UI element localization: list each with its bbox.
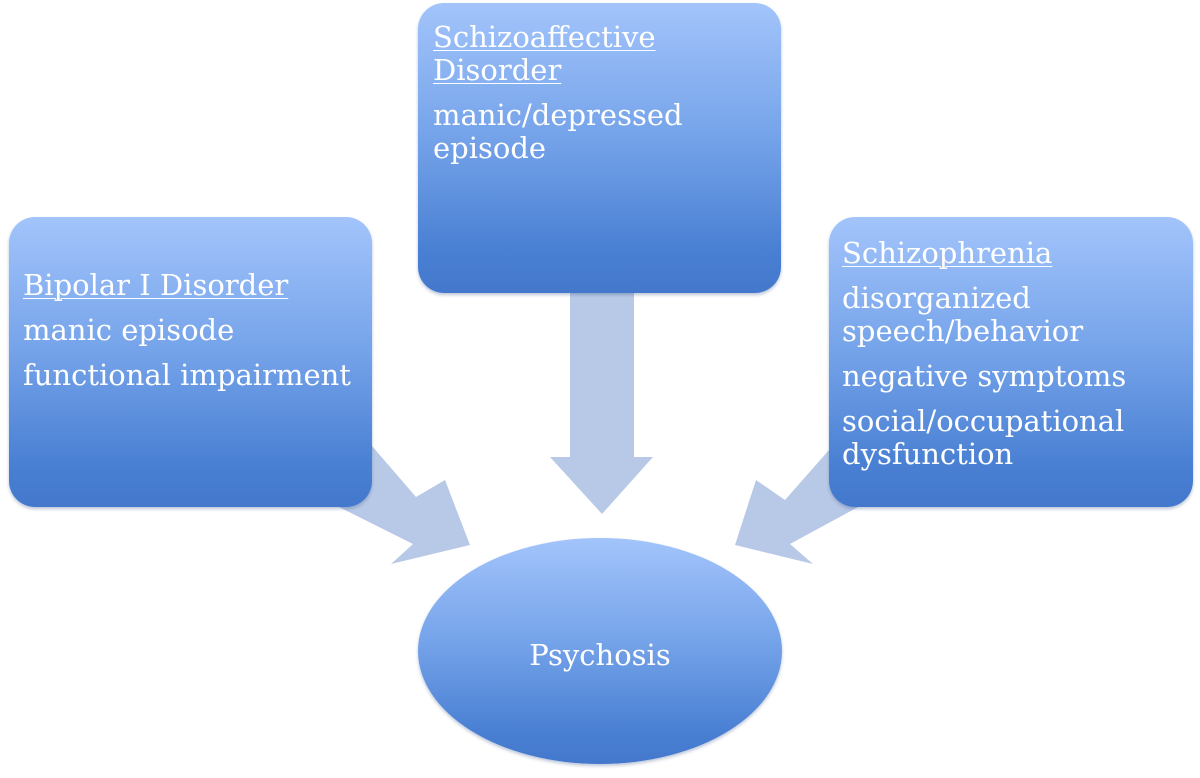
- schizophrenia-box: Schizophrenia disorganized speech/behavi…: [829, 217, 1193, 507]
- schizoaffective-item: manic/depressed episode: [433, 98, 683, 165]
- bipolar-item-impairment: functional impairment: [23, 358, 351, 392]
- psychosis-ellipse: Psychosis: [418, 538, 782, 764]
- bipolar-title: Bipolar I Disorder: [23, 268, 289, 302]
- bipolar-item-manic: manic episode: [23, 313, 235, 347]
- schizoaffective-disorder-box: Schizoaffective Disorder manic/depressed…: [418, 3, 781, 293]
- arrow-schizoaffective-to-psychosis: [550, 292, 653, 514]
- bipolar-disorder-box: Bipolar I Disorder manic episode functio…: [9, 217, 372, 507]
- arrow-schizophrenia-to-psychosis: [735, 450, 860, 564]
- schizophrenia-item-dysfunction: social/occupational dysfunction: [842, 404, 1125, 471]
- schizophrenia-title: Schizophrenia: [842, 236, 1053, 270]
- schizophrenia-item-negative: negative symptoms: [842, 359, 1127, 393]
- schizophrenia-item-speech: disorganized speech/behavior: [842, 281, 1084, 348]
- schizoaffective-title: Schizoaffective Disorder: [433, 20, 656, 87]
- psychosis-label: Psychosis: [529, 637, 671, 672]
